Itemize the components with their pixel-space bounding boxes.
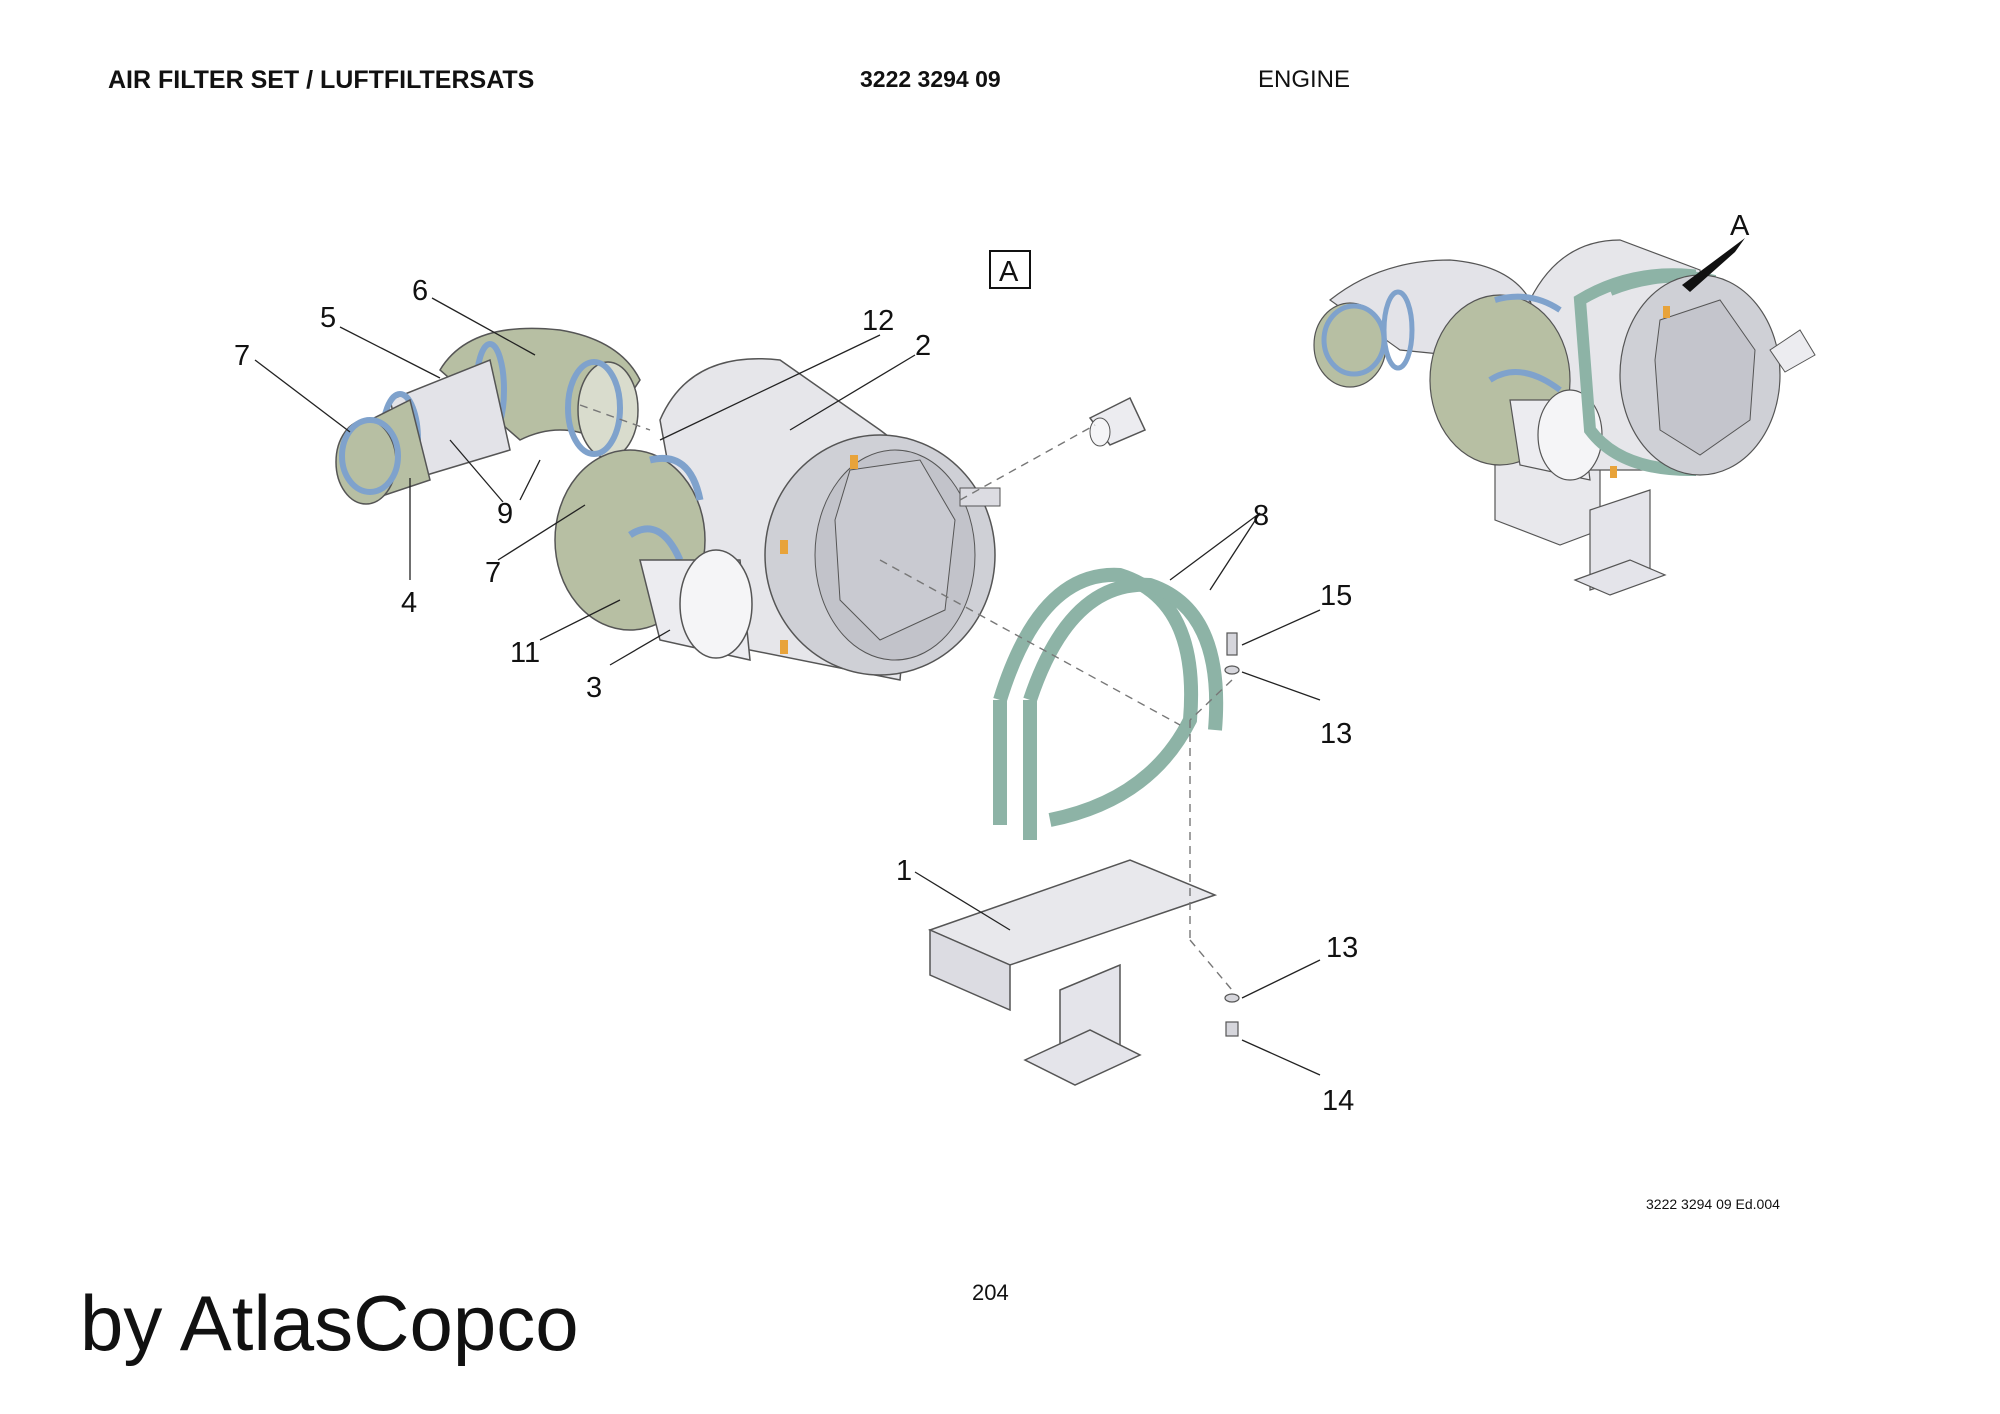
callout-4: 4 <box>401 587 417 619</box>
callout-5: 5 <box>320 302 336 334</box>
hose-coupling-part <box>335 398 431 505</box>
callout-13-lower: 13 <box>1326 932 1358 964</box>
callout-1: 1 <box>896 855 912 887</box>
view-marker-box: A <box>989 250 1031 289</box>
callout-7: 7 <box>485 557 501 589</box>
callout-13-upper: 13 <box>1320 718 1352 750</box>
callout-2: 2 <box>915 330 931 362</box>
callout-9: 7 <box>234 340 250 372</box>
callout-14: 14 <box>1322 1085 1354 1117</box>
edition-label: 3222 3294 09 Ed.004 <box>1646 1196 1780 1212</box>
outlet-nozzle-part <box>1088 396 1147 447</box>
callout-8: 8 <box>1253 500 1269 532</box>
callout-3: 3 <box>586 672 602 704</box>
brand-logo-text: by AtlasCopco <box>80 1279 579 1367</box>
fasteners-part <box>1224 632 1240 1037</box>
callout-12-lower: 11 <box>510 637 540 669</box>
leader-lines <box>254 297 1321 1076</box>
inlet-pipe-part <box>639 549 753 661</box>
mounting-bands-part <box>993 567 1224 840</box>
assembled-view: A <box>1313 210 1816 596</box>
callout-6: 6 <box>412 275 428 307</box>
view-label: A <box>1730 210 1750 242</box>
document-title: AIR FILTER SET / LUFTFILTERSATS <box>108 66 535 94</box>
section-name: ENGINE <box>1258 66 1351 93</box>
page-number: 204 <box>972 1280 1009 1305</box>
base-bracket-part <box>927 859 1218 1086</box>
assembly-centerlines <box>579 404 1233 991</box>
callout-11: 9 <box>497 498 513 530</box>
part-number: 3222 3294 09 <box>860 66 1001 92</box>
callout-15: 15 <box>1320 580 1352 612</box>
view-marker-letter: A <box>999 256 1019 288</box>
callout-12-upper: 12 <box>862 305 894 337</box>
